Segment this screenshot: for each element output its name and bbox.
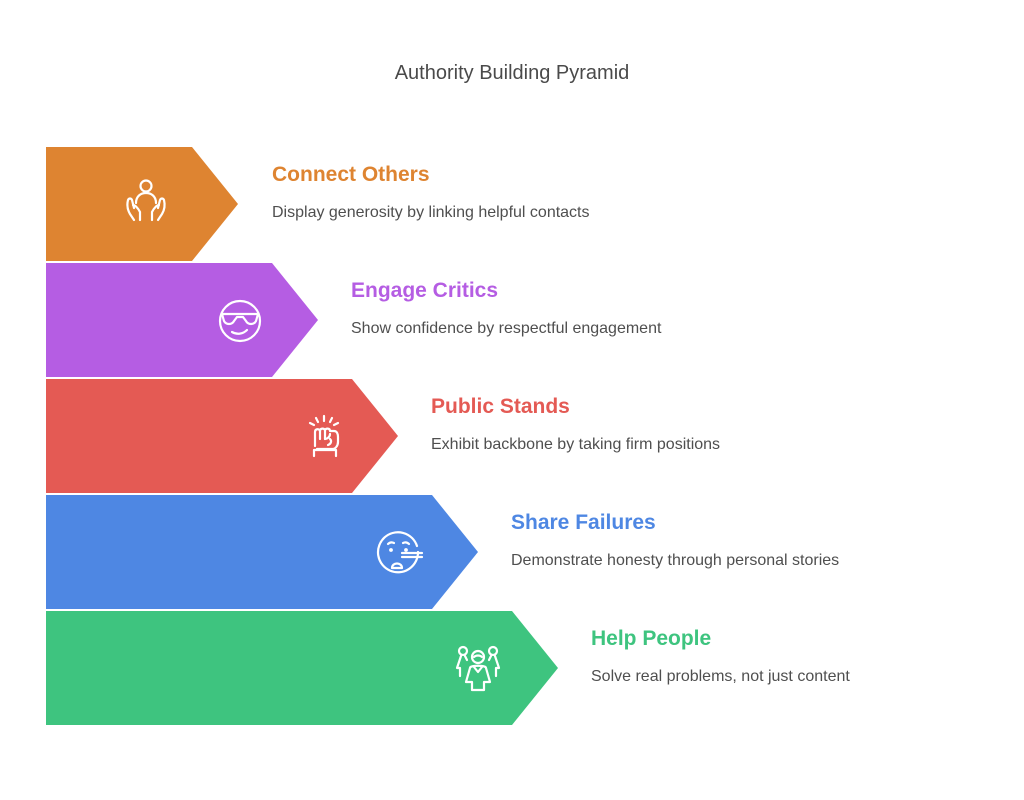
arrow-shape [46, 263, 318, 377]
arrow-shape [46, 379, 398, 493]
helping-hands-person-icon [126, 179, 166, 222]
level-description: Exhibit backbone by taking firm position… [431, 436, 721, 453]
pyramid-level-public-stands: Public Stands Exhibit backbone by taking… [46, 379, 846, 493]
pyramid-level-share-failures: Share Failures Demonstrate honesty throu… [46, 495, 946, 609]
level-heading: Connect Others [272, 163, 430, 186]
lying-face-icon [376, 531, 424, 574]
level-description: Show confidence by respectful engagement [351, 320, 662, 337]
group-people-icon [455, 645, 501, 692]
level-heading: Share Failures [511, 511, 656, 534]
level-description: Display generosity by linking helpful co… [272, 204, 590, 221]
level-description: Solve real problems, not just content [591, 668, 850, 685]
arrow-shape [46, 611, 558, 725]
diagram-title: Authority Building Pyramid [394, 62, 630, 84]
level-description: Demonstrate honesty through personal sto… [511, 552, 840, 569]
level-heading: Engage Critics [351, 279, 499, 302]
arrow-shape [46, 147, 238, 261]
level-heading: Public Stands [431, 395, 570, 418]
level-heading: Help People [591, 627, 712, 650]
arrow-shape [46, 495, 478, 609]
pyramid-level-engage-critics: Engage Critics Show confidence by respec… [46, 263, 746, 377]
pyramid-level-connect-others: Connect Others Display generosity by lin… [46, 147, 646, 261]
raised-fist-icon [308, 414, 340, 458]
pyramid-level-help-people: Help People Solve real problems, not jus… [46, 611, 1024, 725]
sunglasses-face-icon [218, 299, 262, 343]
